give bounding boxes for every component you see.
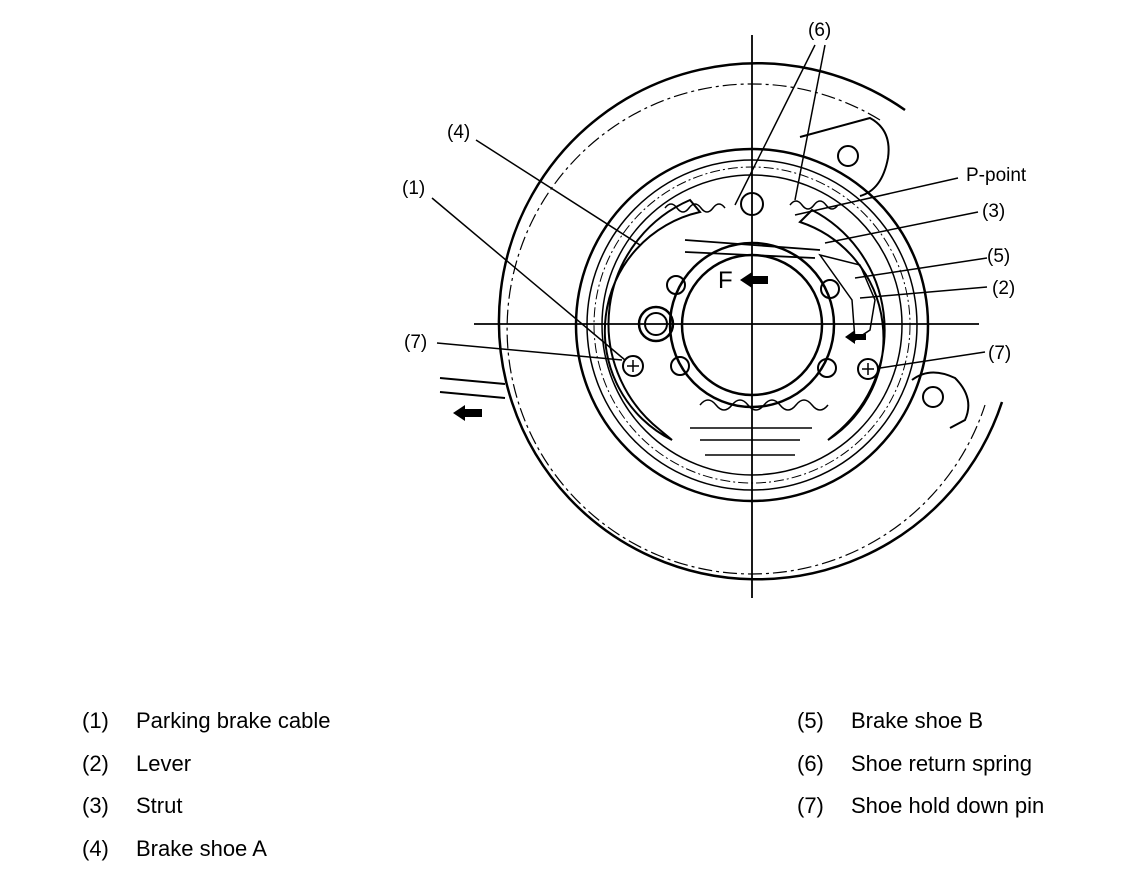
legend-item: (7) Shoe hold down pin [797,785,1044,828]
legend-number: (2) [82,750,109,776]
callout-7-left: (7) [404,332,427,353]
forward-arrow [740,272,768,288]
legend-number: (3) [82,793,109,819]
legend-label: Lever [136,750,192,776]
bolt-hole [670,356,690,376]
p-point-label: P-point [966,165,1027,186]
bolt-hole [820,279,840,299]
mounting-ear-bottom [911,371,970,429]
legend-item: (4) Brake shoe A [82,828,330,871]
legend-item: (6) Shoe return spring [797,743,1044,786]
callout-1: (1) [402,178,425,199]
shoe-return-spring-bottom-2 [690,427,812,456]
front-label: F [718,267,733,294]
legend-number: (4) [82,835,109,861]
callout-6: (6) [808,20,831,41]
leader-lines [431,44,988,369]
bolt-hole [817,358,837,378]
callout-5: (5) [987,246,1010,267]
shoe-return-spring-bottom [699,399,829,411]
mount-hole-bottom [922,386,944,408]
mount-hole-top [837,145,859,167]
legend-item: (1) Parking brake cable [82,700,330,743]
backing-plate-outer-dashdot [506,83,986,575]
legend-right: (5) Brake shoe B (6) Shoe return spring … [797,700,1044,828]
callout-7-right: (7) [988,343,1011,364]
legend-number: (6) [797,750,824,776]
legend-label: Parking brake cable [136,708,331,734]
legend-label: Strut [136,793,183,819]
callout-2: (2) [992,278,1015,299]
mounting-ear-top [799,116,890,197]
arrows [453,272,866,421]
bolt-hole [666,275,686,295]
hold-down-pin-left [622,355,644,377]
cable-arrow [453,405,482,421]
legend-item: (2) Lever [82,743,330,786]
legend-number: (7) [797,793,824,819]
legend-label: Brake shoe A [136,835,267,861]
direction-arrow [845,330,866,344]
legend-left: (1) Parking brake cable (2) Lever (3) St… [82,700,330,870]
lever [818,253,876,342]
legend-label: Brake shoe B [851,708,984,734]
hold-down-pin-right [857,358,879,380]
legend-number: (1) [82,708,109,734]
legend-number: (5) [797,708,824,734]
backing-plate-outer [497,62,1004,581]
brake-assembly-diagram: (6) (4) (1) P-point (3) (5) (2) (7) (7) … [402,20,1027,598]
legend-item: (5) Brake shoe B [797,700,1044,743]
callout-3: (3) [982,201,1005,222]
brake-shoe-a [603,198,702,441]
legend-item: (3) Strut [82,785,330,828]
parking-brake-cable [439,377,506,399]
shoe-return-spring-top [664,200,839,213]
callout-4: (4) [447,122,470,143]
legend-label: Shoe return spring [851,750,1032,776]
legend-label: Shoe hold down pin [851,793,1045,819]
